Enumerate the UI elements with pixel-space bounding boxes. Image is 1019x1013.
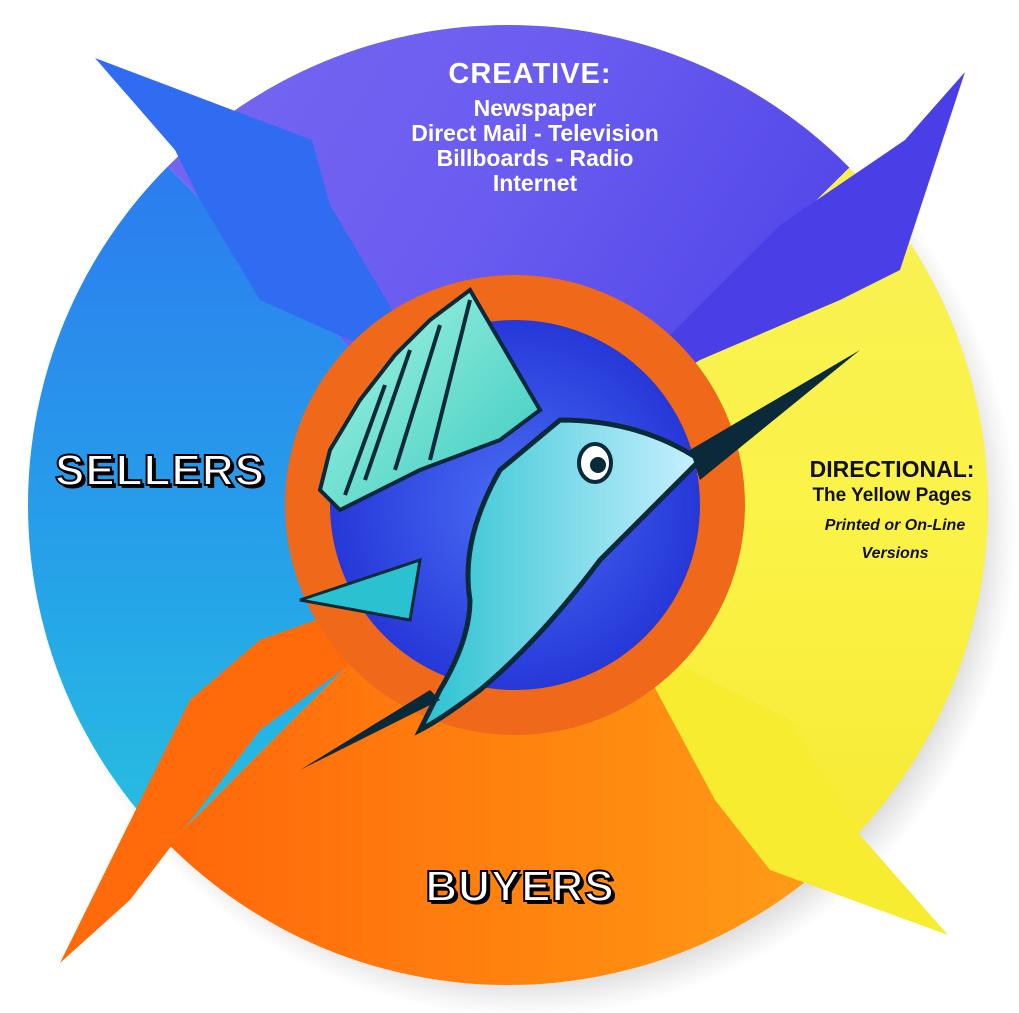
sellers-arrow	[95, 58, 445, 420]
buyers-segment	[28, 505, 988, 985]
creative-item-billboards-radio: Billboards - Radio	[436, 145, 634, 171]
creative-list: Newspaper Direct Mail - Television Billb…	[370, 96, 700, 196]
directional-subtitle: The Yellow Pages	[812, 485, 972, 506]
creative-item-newspaper: Newspaper	[473, 95, 597, 121]
creative-title: CREATIVE:	[448, 58, 612, 90]
directional-note: Printed or On-Line Versions	[790, 512, 1000, 568]
buyers-arrow	[60, 590, 430, 963]
directional-title: DIRECTIONAL:	[809, 456, 975, 482]
sellers-label: SELLERS	[54, 445, 265, 496]
buyers-label: BUYERS	[424, 861, 615, 912]
sellers-segment	[28, 25, 508, 985]
creative-item-internet: Internet	[492, 170, 578, 196]
sailfish-icon	[299, 287, 860, 770]
creative-item-direct-mail-television: Direct Mail - Television	[411, 120, 659, 146]
directional-note-line2: Versions	[861, 545, 929, 562]
creative-arrow	[620, 72, 965, 410]
directional-note-line1: Printed or On-Line	[824, 517, 966, 534]
directional-arrow	[605, 585, 948, 935]
